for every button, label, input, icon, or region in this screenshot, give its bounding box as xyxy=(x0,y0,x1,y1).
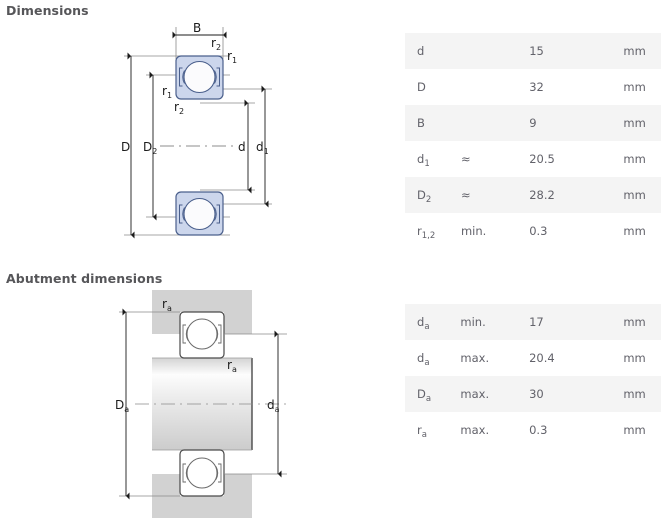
row-qualifier: max. xyxy=(460,387,490,401)
row-qualifier: ≈ xyxy=(460,152,471,166)
label-B: B xyxy=(193,21,201,35)
table-row: r1,2 min. 0.3 mm xyxy=(405,213,661,249)
row-qualifier: min. xyxy=(460,315,486,329)
label-D2: D2 xyxy=(143,140,157,156)
label-r1-right: r1 xyxy=(227,49,237,65)
row-value: 9 xyxy=(529,116,537,130)
abutment-cross-section-drawing: Da da ra ra xyxy=(105,288,320,520)
label-Da: Da xyxy=(115,398,129,414)
row-value: 20.5 xyxy=(529,152,555,166)
row-qualifier xyxy=(461,105,529,141)
row-unit: mm xyxy=(623,44,646,58)
bearing-cross-section-drawing: B D D2 d d1 r2 r1 r1 r2 xyxy=(110,14,310,254)
row-unit: mm xyxy=(623,80,646,94)
row-symbol: D2 xyxy=(417,188,432,205)
row-symbol: B xyxy=(417,116,425,130)
row-value: 28.2 xyxy=(529,188,555,202)
label-r2-top: r2 xyxy=(211,36,221,52)
row-symbol: Da xyxy=(417,387,432,404)
row-value: 15 xyxy=(529,44,544,58)
row-qualifier: ≈ xyxy=(460,188,471,202)
label-D: D xyxy=(121,140,130,154)
label-da: da xyxy=(267,398,280,414)
row-qualifier: min. xyxy=(460,224,487,238)
table-row: D 32 mm xyxy=(405,69,661,105)
row-symbol: da xyxy=(417,315,430,332)
table-row: D2 ≈ 28.2 mm xyxy=(405,177,661,213)
label-r1-left: r1 xyxy=(162,84,172,100)
row-unit: mm xyxy=(623,423,646,437)
row-value: 30 xyxy=(529,387,544,401)
table-row: da min. 17 mm xyxy=(405,304,661,340)
abutment-table: da min. 17 mm da max. 20.4 mm Da max. 30… xyxy=(405,304,661,448)
row-unit: mm xyxy=(623,224,646,238)
row-value: 0.3 xyxy=(529,423,548,437)
row-unit: mm xyxy=(623,351,646,365)
row-symbol: D xyxy=(417,80,426,94)
row-qualifier: max. xyxy=(460,423,490,437)
table-row: d 15 mm xyxy=(405,33,661,69)
row-unit: mm xyxy=(623,116,646,130)
row-unit: mm xyxy=(623,387,646,401)
label-d1: d1 xyxy=(256,140,269,156)
dimensions-section-title: Dimensions xyxy=(6,3,89,18)
label-ra-mid: ra xyxy=(227,358,237,374)
row-qualifier xyxy=(461,69,529,105)
row-qualifier: max. xyxy=(460,351,490,365)
row-symbol: da xyxy=(417,351,430,368)
row-unit: mm xyxy=(623,315,646,329)
row-qualifier xyxy=(461,33,529,69)
abutment-section-title: Abutment dimensions xyxy=(6,271,163,286)
row-value: 17 xyxy=(529,315,544,329)
label-r2-left: r2 xyxy=(174,100,184,116)
table-row: Da max. 30 mm xyxy=(405,376,661,412)
row-symbol: ra xyxy=(417,423,427,440)
label-ra-top: ra xyxy=(162,297,172,313)
row-symbol: d1 xyxy=(417,152,430,169)
row-symbol: d xyxy=(417,44,425,58)
dimensions-table: d 15 mm D 32 mm B 9 mm d1 ≈ 20.5 mm D2 ≈… xyxy=(405,33,661,249)
label-d: d xyxy=(238,140,246,154)
row-value: 0.3 xyxy=(529,224,548,238)
row-symbol: r1,2 xyxy=(417,224,436,241)
row-unit: mm xyxy=(623,188,646,202)
row-value: 20.4 xyxy=(529,351,555,365)
table-row: da max. 20.4 mm xyxy=(405,340,661,376)
row-value: 32 xyxy=(529,80,544,94)
table-row: d1 ≈ 20.5 mm xyxy=(405,141,661,177)
row-unit: mm xyxy=(623,152,646,166)
table-row: B 9 mm xyxy=(405,105,661,141)
table-row: ra max. 0.3 mm xyxy=(405,412,661,448)
